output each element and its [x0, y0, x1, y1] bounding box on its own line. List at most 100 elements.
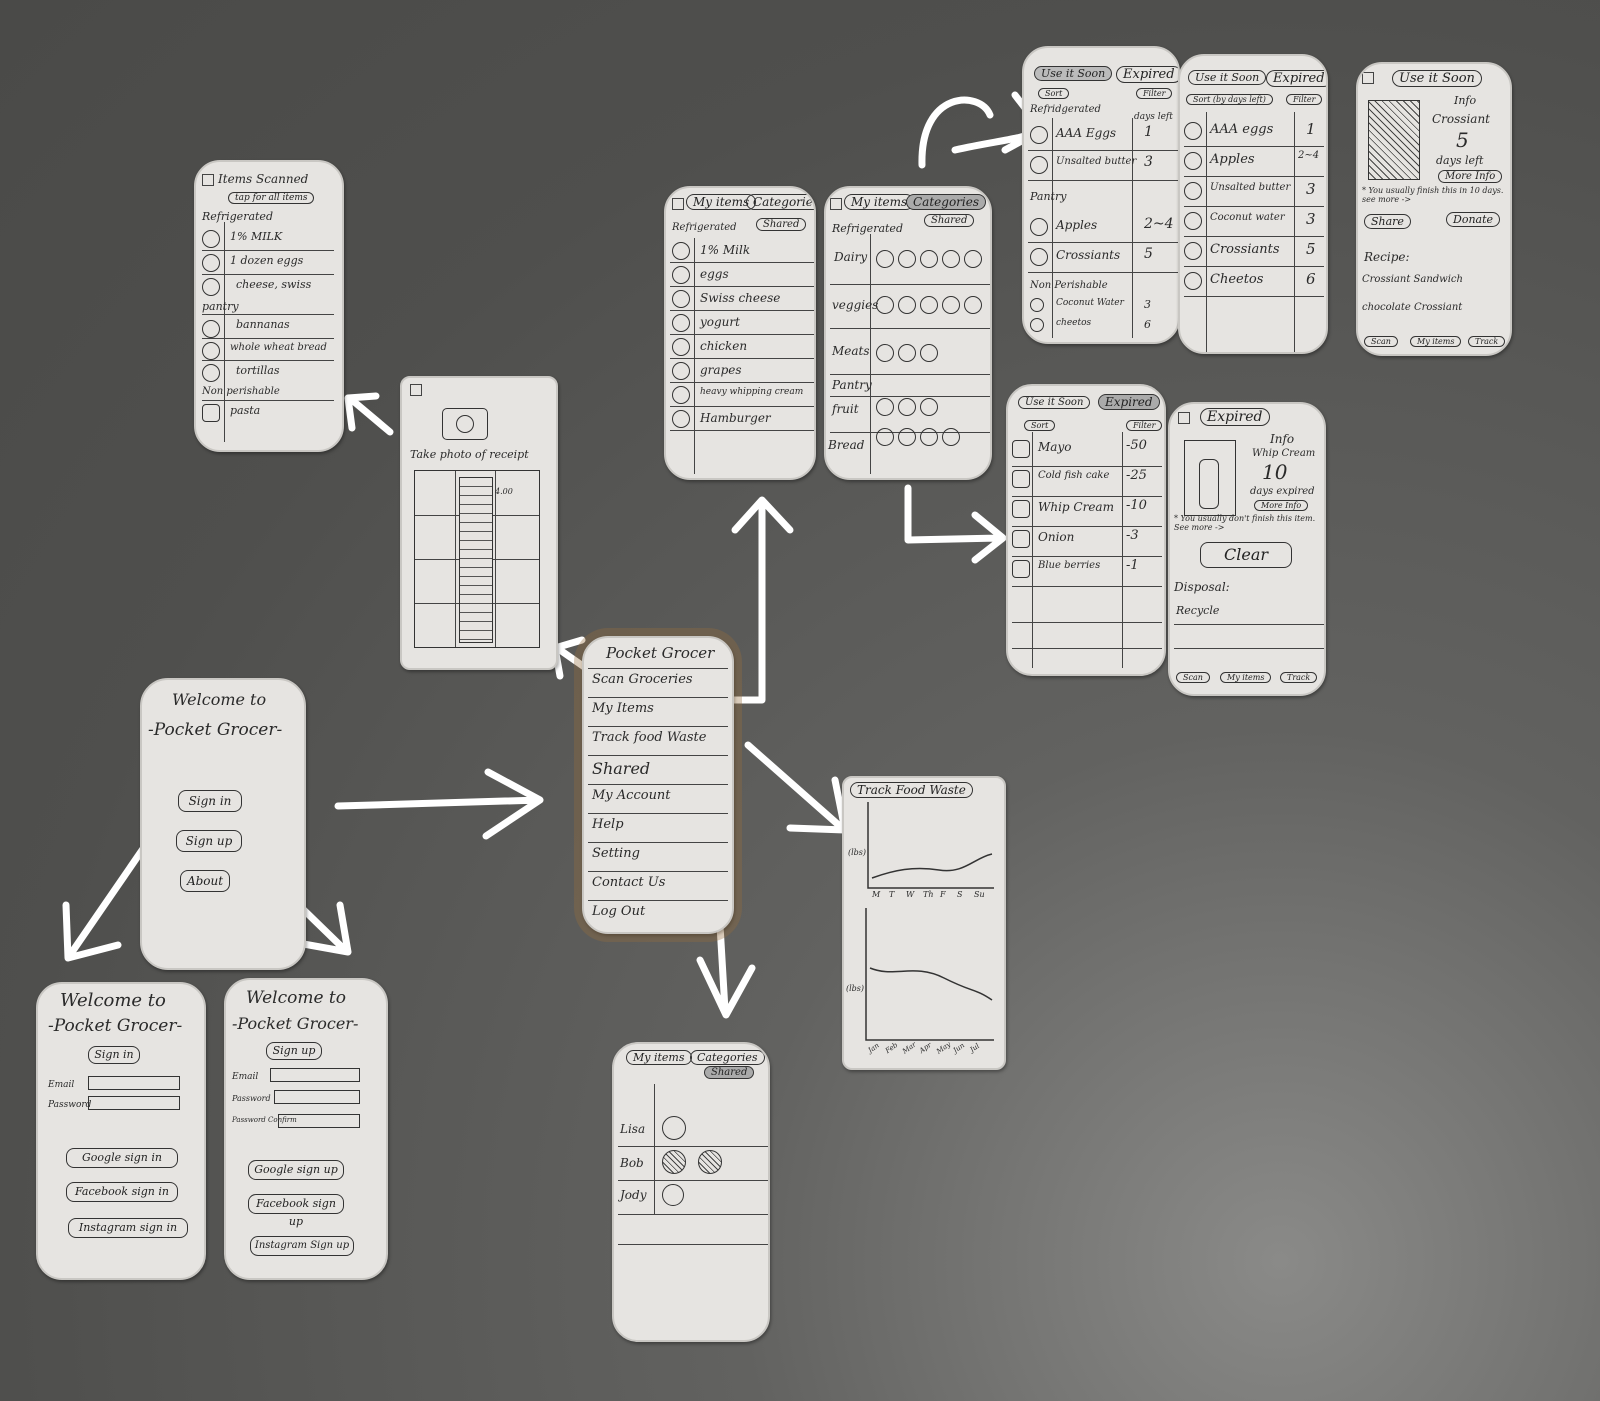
- recipe-2[interactable]: chocolate Crossiant: [1362, 302, 1463, 313]
- nav-track[interactable]: Track: [1468, 336, 1506, 347]
- tab-use-it-soon[interactable]: Use it Soon: [1034, 66, 1113, 81]
- shared-button[interactable]: Shared: [924, 214, 975, 227]
- food-icon[interactable]: [920, 296, 938, 314]
- food-icon[interactable]: [920, 398, 938, 416]
- food-icon[interactable]: [876, 428, 894, 446]
- tab-use-it-soon[interactable]: Use it Soon: [1018, 396, 1091, 409]
- nav-my-items[interactable]: My items: [1220, 672, 1272, 683]
- menu-item[interactable]: Contact Us: [592, 875, 666, 890]
- tab-categories[interactable]: Categories: [906, 194, 986, 210]
- usage-note[interactable]: * You usually finish this in 10 days. se…: [1362, 186, 1504, 204]
- list-item[interactable]: Cheetos: [1210, 272, 1264, 287]
- category-meats[interactable]: Meats: [832, 344, 870, 358]
- tab-my-items[interactable]: My items: [844, 194, 915, 210]
- signup-password-field[interactable]: [274, 1090, 360, 1104]
- shared-item-icon[interactable]: [698, 1150, 722, 1174]
- filter-button[interactable]: Filter: [1286, 94, 1323, 105]
- food-icon[interactable]: [942, 296, 960, 314]
- tab-expired[interactable]: Expired: [1116, 66, 1178, 83]
- food-icon[interactable]: [898, 250, 916, 268]
- list-item[interactable]: eggs: [700, 267, 729, 281]
- tab-categories[interactable]: Categories: [746, 194, 814, 210]
- list-item[interactable]: Hamburger: [700, 411, 771, 425]
- category-dairy[interactable]: Dairy: [834, 250, 868, 264]
- food-icon[interactable]: [898, 296, 916, 314]
- person-bob[interactable]: Bob: [620, 1156, 644, 1170]
- list-item[interactable]: grapes: [700, 363, 742, 377]
- food-icon[interactable]: [876, 250, 894, 268]
- sign-in-button[interactable]: Sign in: [178, 790, 242, 812]
- more-info-button[interactable]: More Info: [1438, 170, 1503, 183]
- password-field[interactable]: [88, 1096, 180, 1110]
- more-info-button[interactable]: More Info: [1254, 500, 1309, 511]
- food-icon[interactable]: [898, 428, 916, 446]
- filter-button[interactable]: Filter: [1136, 88, 1173, 99]
- email-field[interactable]: [88, 1076, 180, 1090]
- shared-item-icon[interactable]: [662, 1184, 684, 1206]
- list-item[interactable]: 1% Milk: [700, 243, 751, 257]
- shared-item-icon[interactable]: [662, 1116, 686, 1140]
- food-icon[interactable]: [964, 296, 982, 314]
- sort-button[interactable]: Sort: [1024, 420, 1056, 431]
- tab-categories[interactable]: Categories: [690, 1050, 765, 1065]
- camera-icon[interactable]: [442, 408, 488, 440]
- tab-use-it-soon[interactable]: Use it Soon: [1188, 70, 1267, 85]
- nav-scan[interactable]: Scan: [1364, 336, 1398, 347]
- list-item[interactable]: Whip Cream: [1038, 500, 1114, 514]
- donate-button[interactable]: Donate: [1446, 212, 1501, 227]
- menu-item[interactable]: Shared: [592, 759, 651, 778]
- list-item[interactable]: Swiss cheese: [700, 291, 781, 305]
- facebook-signup-button[interactable]: Facebook sign up: [248, 1194, 344, 1228]
- signup-email-field[interactable]: [270, 1068, 360, 1082]
- google-signup-button[interactable]: Google sign up: [248, 1160, 344, 1180]
- menu-icon[interactable]: [830, 198, 842, 210]
- category-bread[interactable]: Bread: [828, 438, 865, 452]
- nav-scan[interactable]: Scan: [1176, 672, 1210, 683]
- recipe-1[interactable]: Crossiant Sandwich: [1362, 274, 1463, 285]
- tab-expired[interactable]: Expired: [1200, 408, 1270, 426]
- person-jody[interactable]: Jody: [620, 1188, 647, 1202]
- menu-item[interactable]: My Items: [592, 701, 654, 716]
- food-icon[interactable]: [898, 344, 916, 362]
- food-icon[interactable]: [942, 250, 960, 268]
- usage-note[interactable]: * You usually don't finish this item. Se…: [1174, 514, 1316, 532]
- list-item[interactable]: Apples: [1056, 218, 1098, 232]
- list-item[interactable]: Crossiants: [1056, 248, 1121, 262]
- list-item[interactable]: Blue berries: [1038, 560, 1101, 571]
- filter-button[interactable]: Filter: [1126, 420, 1163, 431]
- food-icon[interactable]: [920, 344, 938, 362]
- tab-expired[interactable]: Expired: [1098, 394, 1160, 410]
- list-item[interactable]: Coconut water: [1210, 212, 1285, 223]
- tab-my-items[interactable]: My items: [626, 1050, 692, 1065]
- category-fruit[interactable]: fruit: [832, 402, 859, 416]
- person-lisa[interactable]: Lisa: [620, 1122, 646, 1136]
- tab-use-it-soon[interactable]: Use it Soon: [1392, 70, 1482, 87]
- food-icon[interactable]: [920, 428, 938, 446]
- list-item[interactable]: AAA Eggs: [1056, 126, 1117, 140]
- food-icon[interactable]: [898, 398, 916, 416]
- list-item[interactable]: yogurt: [700, 315, 740, 329]
- instagram-signup-button[interactable]: Instagram Sign up: [250, 1236, 354, 1256]
- food-icon[interactable]: [876, 344, 894, 362]
- list-item[interactable]: AAA eggs: [1210, 122, 1274, 137]
- shared-item-icon[interactable]: [662, 1150, 686, 1174]
- food-icon[interactable]: [876, 296, 894, 314]
- menu-item[interactable]: My Account: [592, 788, 671, 803]
- list-item[interactable]: heavy whipping cream: [700, 387, 804, 397]
- signup-confirm-field[interactable]: [278, 1114, 360, 1128]
- category-veggies[interactable]: veggies: [832, 298, 879, 312]
- menu-item[interactable]: Log Out: [592, 904, 646, 919]
- menu-icon[interactable]: [672, 198, 684, 210]
- list-item[interactable]: Mayo: [1038, 440, 1072, 454]
- list-item[interactable]: Crossiants: [1210, 242, 1280, 257]
- food-icon[interactable]: [942, 428, 960, 446]
- menu-icon[interactable]: [1362, 72, 1374, 84]
- food-icon[interactable]: [920, 250, 938, 268]
- menu-item[interactable]: Setting: [592, 846, 640, 861]
- list-item[interactable]: Cold fish cake: [1038, 470, 1110, 481]
- list-item[interactable]: Unsalted butter: [1210, 182, 1291, 193]
- menu-item[interactable]: Help: [592, 817, 624, 832]
- food-icon[interactable]: [876, 398, 894, 416]
- tap-all-button[interactable]: tap for all items: [228, 192, 315, 204]
- tab-expired[interactable]: Expired: [1266, 70, 1326, 87]
